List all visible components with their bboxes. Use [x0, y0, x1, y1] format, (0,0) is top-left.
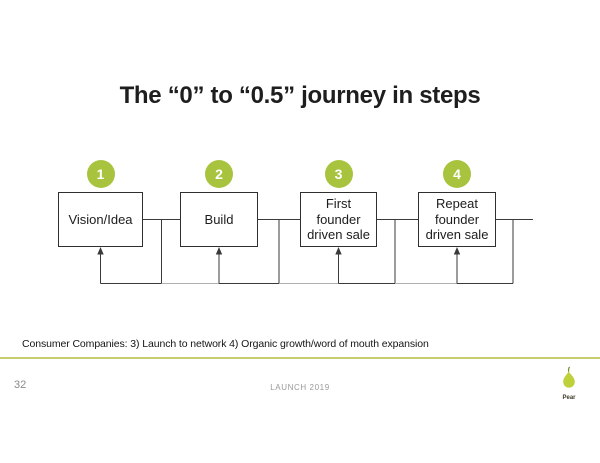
loop3-arrowhead-icon [335, 247, 342, 255]
step-label-line: First [325, 196, 352, 212]
loop4-arrowhead-icon [453, 247, 461, 255]
consumer-companies-note: Consumer Companies: 3) Launch to network… [22, 338, 429, 350]
footer-divider [0, 357, 600, 359]
footer-event-text: LAUNCH 2019 [270, 383, 330, 392]
step-label-line: Repeat [436, 196, 478, 212]
step-badge-2: 2 [205, 160, 233, 188]
step-box-vision-idea: Vision/Idea [58, 192, 143, 247]
step-box-repeat-founder-sale: Repeat founder driven sale [418, 192, 496, 247]
step-badge-4: 4 [443, 160, 471, 188]
pear-icon [563, 366, 575, 388]
step-label-line: Vision/Idea [68, 211, 133, 227]
slide-title: The “0” to “0.5” journey in steps [119, 82, 481, 109]
step-label-line: founder [316, 211, 361, 227]
step-label-line: Build [204, 211, 234, 227]
step-badge-3: 3 [324, 160, 353, 188]
step-box-build: Build [180, 192, 258, 247]
step-label-line: driven sale [425, 227, 489, 243]
step-box-first-founder-sale: First founder driven sale [300, 192, 377, 247]
pear-logo: Pear [554, 366, 584, 402]
step-label-line: driven sale [307, 227, 370, 243]
loop1-arrowhead-icon [97, 247, 104, 255]
pear-logo-label: Pear [562, 395, 576, 401]
loop2-arrowhead-icon [215, 247, 223, 255]
step-badge-1: 1 [86, 160, 115, 188]
step-label-line: founder [434, 211, 480, 227]
page-number: 32 [14, 379, 27, 391]
